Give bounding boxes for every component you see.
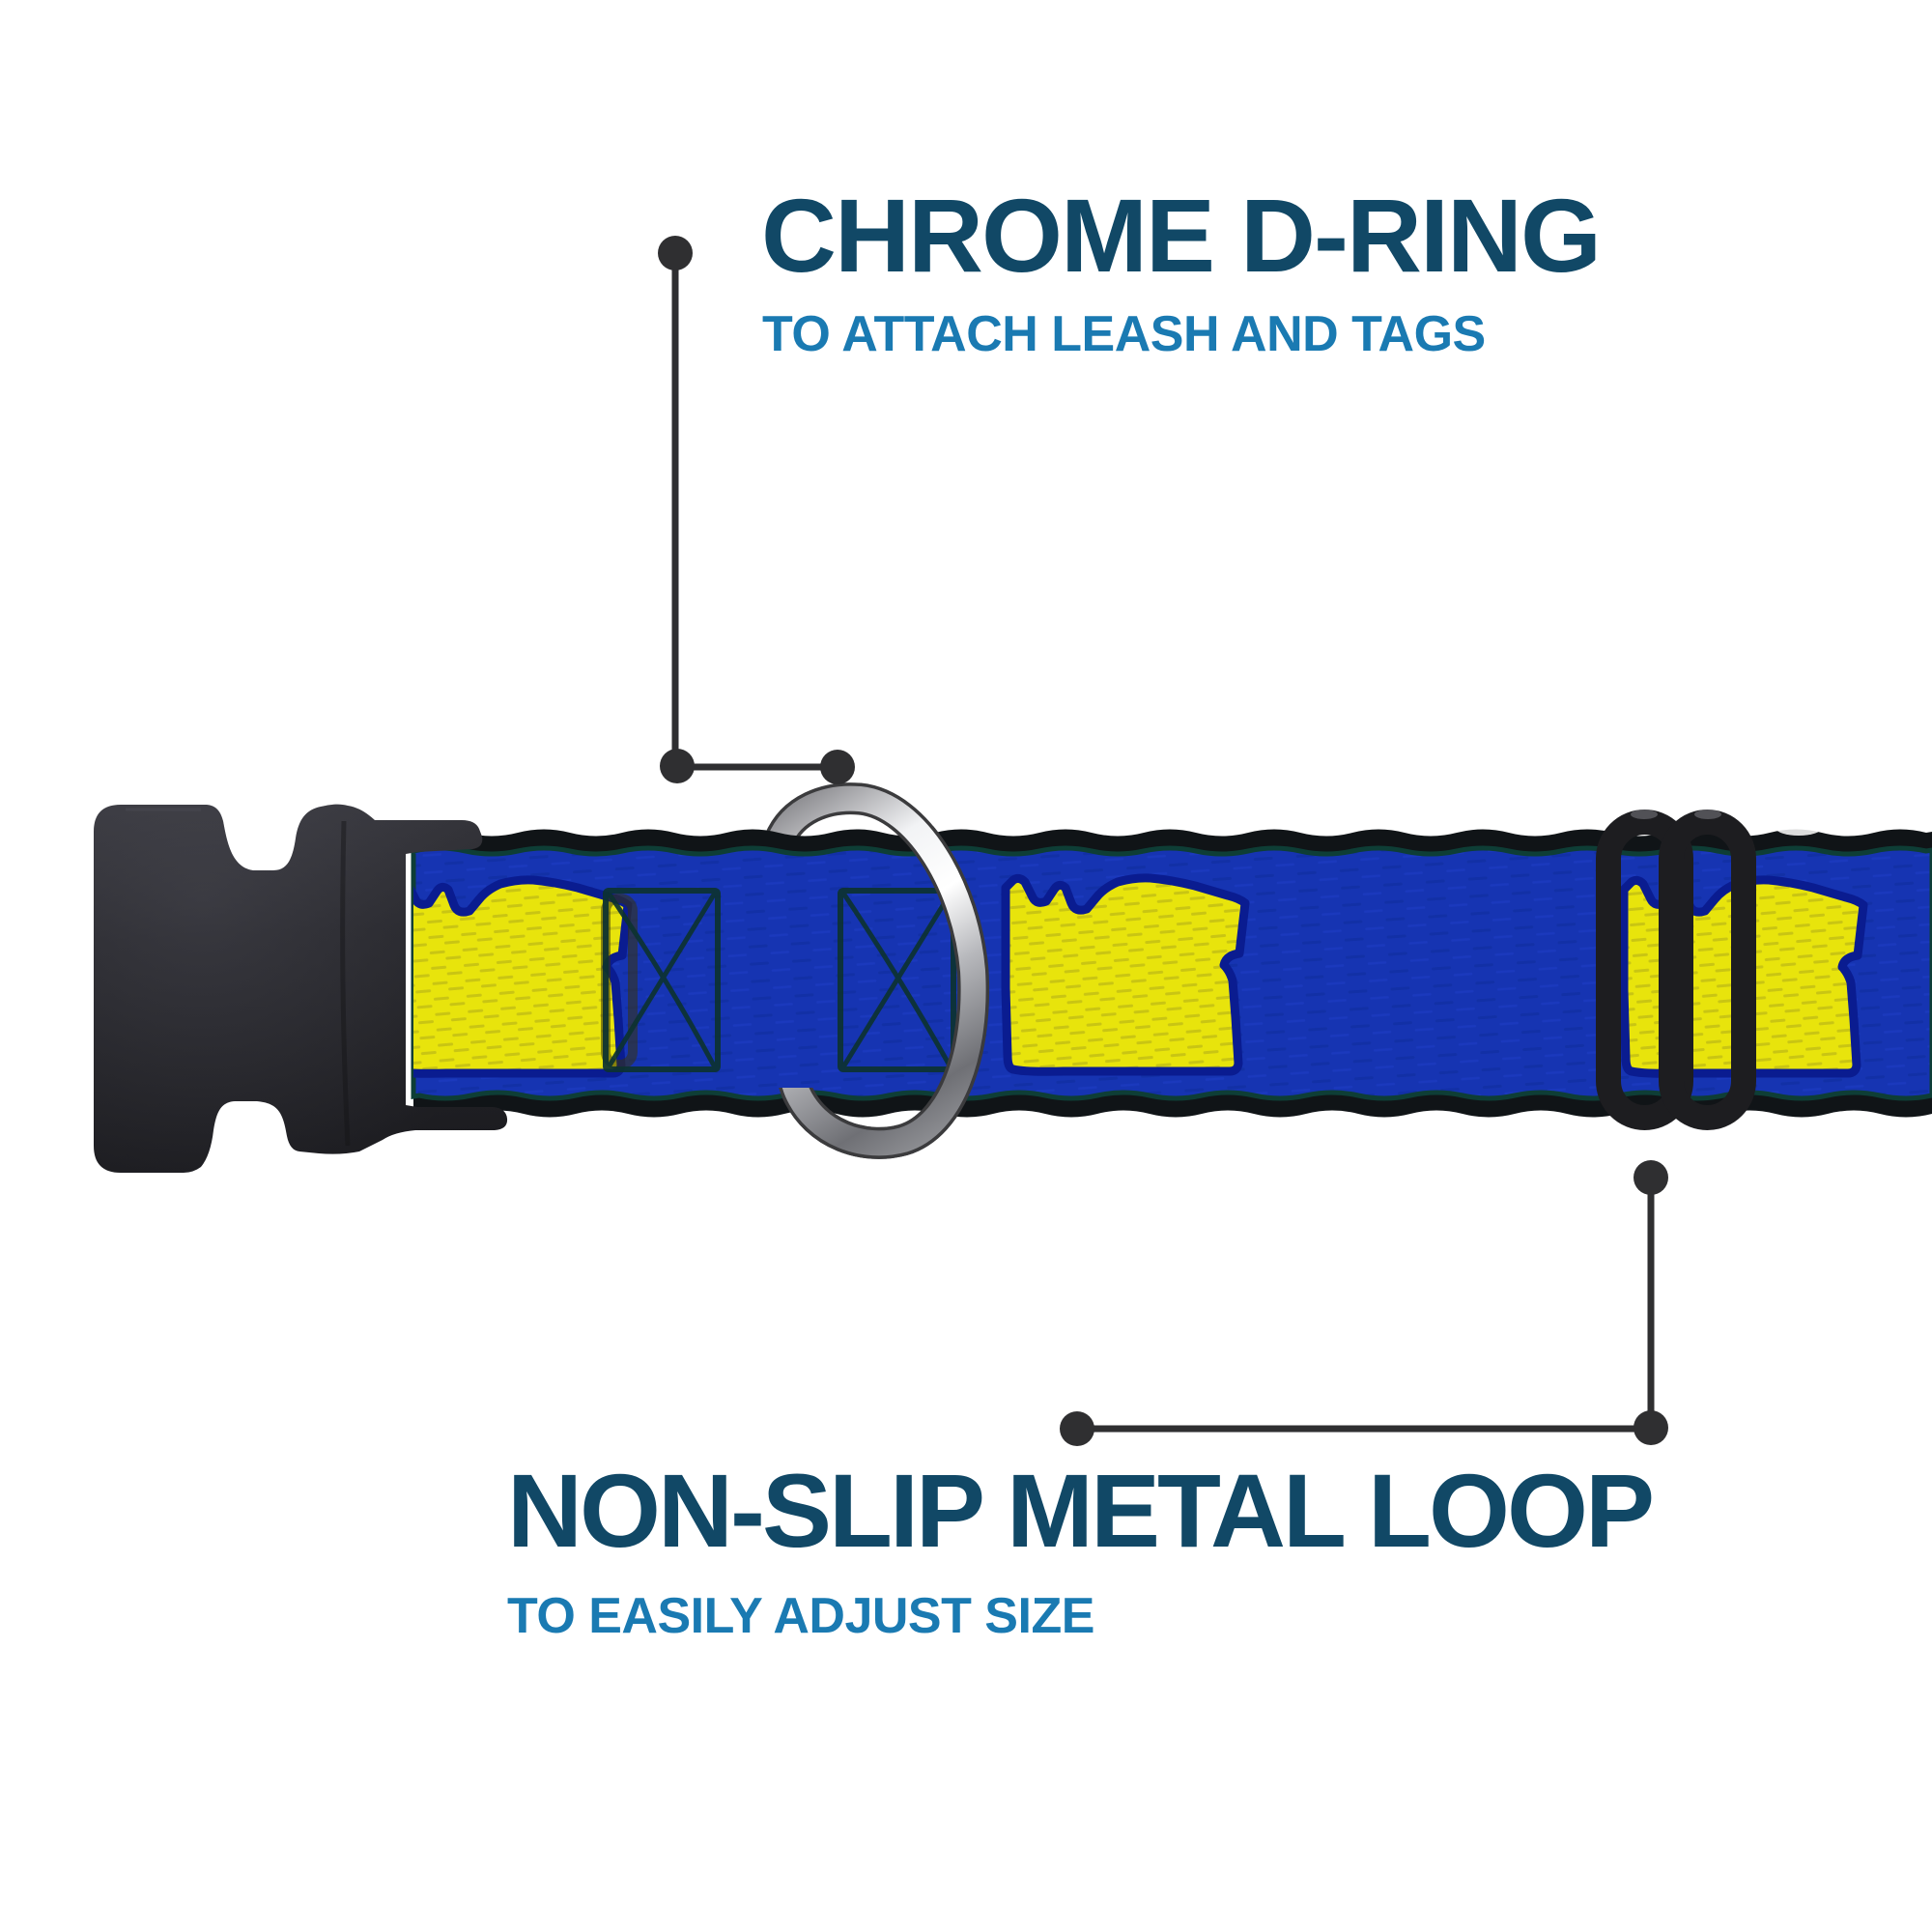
metal-loop-title: NON-SLIP METAL LOOP xyxy=(507,1452,1655,1569)
oregon-shape xyxy=(1006,878,1245,1071)
callout-dot xyxy=(660,749,695,783)
webbing xyxy=(388,820,1932,1118)
glare-highlight xyxy=(1776,820,1822,836)
callout-dot xyxy=(1634,1160,1668,1195)
metal-loop xyxy=(1596,810,1756,1130)
d-ring-title: CHROME D-RING xyxy=(761,177,1602,294)
callout-dot xyxy=(820,750,855,784)
callout-dot xyxy=(1634,1410,1668,1445)
oregon-shape xyxy=(388,880,628,1073)
stitch-box xyxy=(603,888,956,1072)
callout-dot xyxy=(658,236,693,270)
d-ring-callout xyxy=(658,236,855,784)
callout-dot xyxy=(1060,1411,1094,1446)
metal-loop-callout xyxy=(1060,1160,1668,1446)
metal-loop-subtitle: TO EASILY ADJUST SIZE xyxy=(507,1588,1094,1644)
d-ring-subtitle: TO ATTACH LEASH AND TAGS xyxy=(762,306,1486,362)
buckle xyxy=(94,804,508,1173)
